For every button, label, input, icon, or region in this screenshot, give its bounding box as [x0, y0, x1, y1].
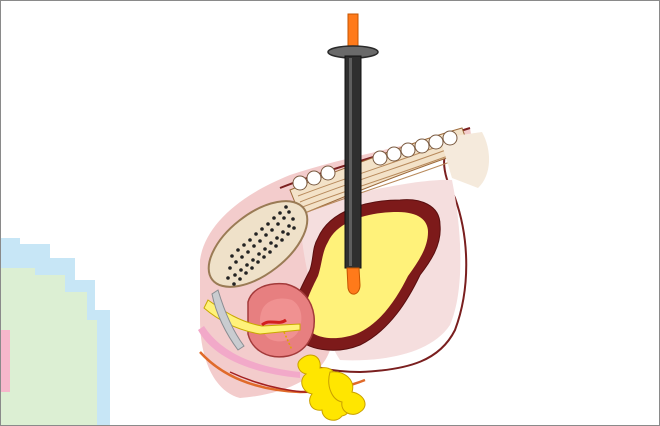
figure-canvas	[0, 0, 660, 426]
figure-frame	[0, 0, 660, 426]
